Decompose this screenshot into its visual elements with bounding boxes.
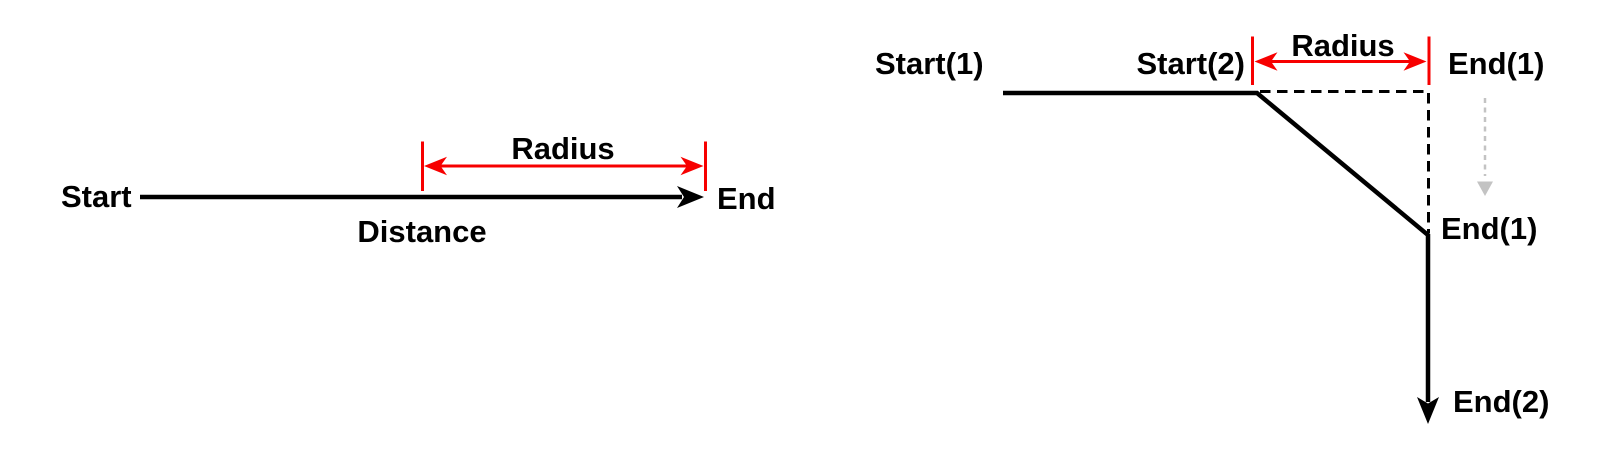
radius2-label: Radius [1291,28,1394,63]
distance-label: Distance [357,214,486,249]
end2-label: End(2) [1453,384,1549,419]
distance-arrowhead-icon [677,186,704,208]
bent-path-arrowhead-icon [1417,397,1439,424]
radius-label: Radius [511,131,614,166]
start1-label: Start(1) [875,46,984,81]
radius-arrowhead-right-icon [680,156,704,176]
original-corner-dashed-path [1260,90,1430,233]
end1-label: End(1) [1441,211,1537,246]
ghost-shift-arrowhead-icon [1477,181,1493,196]
end-label: End [717,181,776,216]
left-diagram: Start End Radius Distance [61,131,776,249]
start2-label: Start(2) [1136,46,1245,81]
bent-path-line [1003,90,1431,402]
radius2-arrowhead-right-icon [1403,52,1427,71]
right-diagram: Start(1) Start(2) Radius End(1) End(1) E… [875,28,1549,424]
start-label: Start [61,179,132,214]
radius2-arrowhead-left-icon [1254,52,1278,71]
end1-ghost-label: End(1) [1448,46,1544,81]
radius-arrowhead-left-icon [424,156,447,176]
